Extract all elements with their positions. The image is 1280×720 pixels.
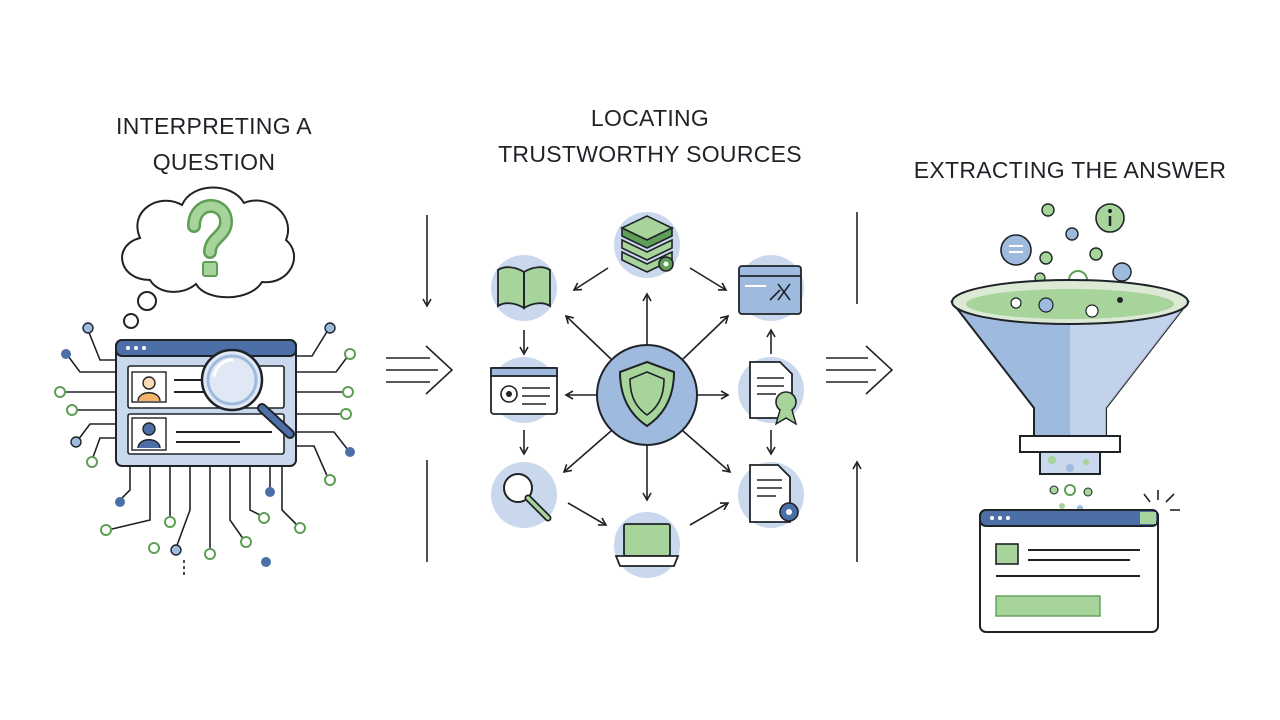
connector-2 xyxy=(826,212,894,562)
browser-window-icon xyxy=(738,255,804,321)
circuit-traces xyxy=(62,329,349,578)
question-mark-icon xyxy=(187,199,234,277)
source-network-arrows xyxy=(519,267,776,526)
laptop-icon xyxy=(614,512,680,578)
answer-window xyxy=(979,509,1159,633)
step-2-title-line-1: LOCATING xyxy=(590,105,710,131)
magnifier-icon xyxy=(491,462,557,528)
step-3-title-line-1: EXTRACTING THE ANSWER xyxy=(913,157,1227,183)
sparkle-icon xyxy=(1143,490,1180,511)
document-gear-icon xyxy=(738,462,804,528)
funnel-icon xyxy=(949,279,1191,475)
circuit-nodes xyxy=(54,322,356,567)
step-3-title: EXTRACTING THE ANSWER xyxy=(900,152,1240,188)
magnifier-icon xyxy=(200,348,295,439)
step-1-title: INTERPRETING A QUESTION xyxy=(84,108,344,180)
step-1-title-line-2: QUESTION xyxy=(152,149,276,175)
step-2-title-line-2: TRUSTWORTHY SOURCES xyxy=(498,141,802,167)
book-icon xyxy=(491,255,557,321)
step-1-title-line-1: INTERPRETING A xyxy=(116,113,312,139)
certificate-icon xyxy=(490,357,558,423)
info-icon xyxy=(1095,203,1125,233)
floating-bubbles xyxy=(1000,203,1132,290)
profile-browser-window xyxy=(115,339,297,467)
database-stack-icon xyxy=(614,212,680,278)
document-award-icon xyxy=(738,357,804,426)
drip-particles xyxy=(1048,456,1093,511)
connector-1 xyxy=(386,215,454,562)
step-2-title: LOCATING TRUSTWORTHY SOURCES xyxy=(470,100,830,172)
shield-icon xyxy=(596,344,698,446)
